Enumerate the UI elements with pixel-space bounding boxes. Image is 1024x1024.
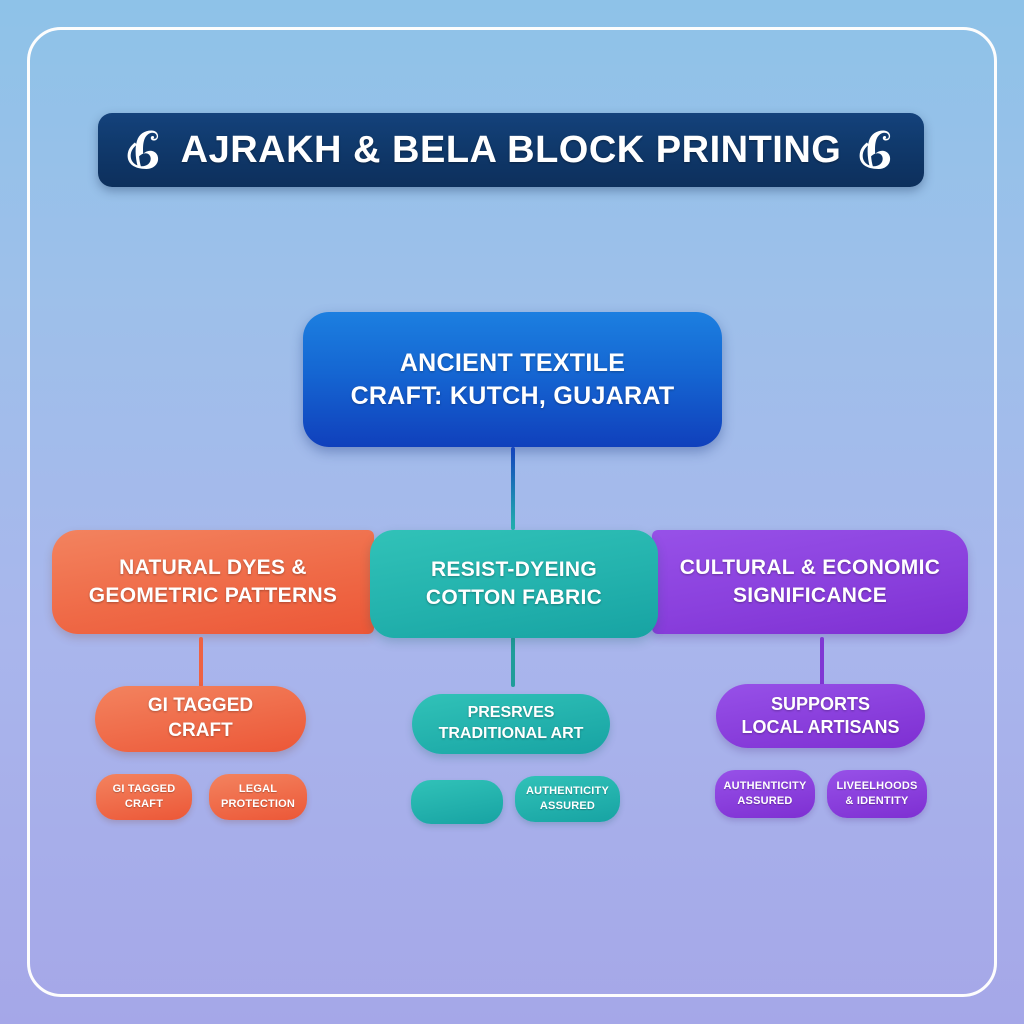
tag-0-1-line1: LEGAL [238,783,278,796]
root-node-label: ANCIENT TEXTILE CRAFT: KUTCH, GUJARAT [351,347,675,413]
tag-chip[interactable]: AUTHENTICITY ASSURED [515,776,620,822]
connector-branch-2-to-sub [820,637,824,687]
tag-chip[interactable]: AUTHENTICITY ASSURED [715,770,815,818]
tag-0-0-line1: GI TAGGED [112,783,176,796]
tag-1-1-line2: ASSURED [539,800,596,812]
tag-2-1-line2: & IDENTITY [845,795,909,807]
tag-chip[interactable]: LEGAL PROTECTION [209,774,307,820]
root-node-line2: CRAFT: KUTCH, GUJARAT [350,381,675,410]
branch-bar-label: CULTURAL & ECONOMIC SIGNIFICANCE [680,554,940,610]
sub-node-label: GI TAGGED CRAFT [148,694,253,743]
tag-chip-label: AUTHENTICITY ASSURED [526,784,609,813]
sub-node-label: SUPPORTS LOCAL ARTISANS [741,693,899,740]
sub-0-line1: GI TAGGED [147,695,254,717]
branch-bar-natural-dyes[interactable]: NATURAL DYES & GEOMETRIC PATTERNS [52,530,374,634]
sub-node-presrves-traditional-art[interactable]: PRESRVES TRADITIONAL ART [412,694,610,754]
root-node-line1: ANCIENT TEXTILE [399,348,626,377]
sub-1-line1: PRESRVES [467,704,555,722]
tag-chip-label: AUTHENTICITY ASSURED [723,779,806,808]
tag-2-0-line2: ASSURED [737,795,793,807]
connector-branch-1-to-sub [511,637,515,687]
branch-1-line1: RESIST-DYEING [430,557,598,581]
tag-0-1-line2: PROTECTION [220,798,296,810]
branch-bar-resist-dyeing[interactable]: RESIST-DYEING COTTON FABRIC [370,530,658,638]
branch-bar-row: NATURAL DYES & GEOMETRIC PATTERNS RESIST… [52,530,968,638]
title-banner: AJRAKH & BELA BLOCK PRINTING [98,113,924,187]
tag-0-0-line2: CRAFT [124,798,164,810]
connector-branch-0-to-sub [199,637,203,687]
sub-2-line2: LOCAL ARTISANS [741,717,900,737]
branch-0-line1: NATURAL DYES & [119,555,307,579]
branch-bar-label: NATURAL DYES & GEOMETRIC PATTERNS [89,554,337,610]
paisley-ornament-icon-right [856,126,898,174]
tag-chip-label: GI TAGGED CRAFT [113,782,176,811]
tag-1-1-line1: AUTHENTICITY [525,785,610,798]
branch-bar-label: RESIST-DYEING COTTON FABRIC [426,556,602,612]
tag-chip[interactable]: LIVEELHOODS & IDENTITY [827,770,927,818]
tag-2-0-line1: AUTHENTICITY [723,780,807,793]
sub-node-label: PRESRVES TRADITIONAL ART [439,703,584,745]
tag-chip-empty[interactable] [411,780,503,824]
branch-2-line2: SIGNIFICANCE [732,584,888,607]
tag-2-1-line1: LIVEELHOODS [836,780,918,793]
sub-node-gi-tagged-craft[interactable]: GI TAGGED CRAFT [95,686,306,752]
sub-1-line2: TRADITIONAL ART [438,725,584,742]
sub-2-line1: SUPPORTS [770,693,870,714]
page-title: AJRAKH & BELA BLOCK PRINTING [180,128,842,171]
sub-0-line2: CRAFT [168,720,233,741]
tag-chip-label: LEGAL PROTECTION [221,782,295,811]
root-node[interactable]: ANCIENT TEXTILE CRAFT: KUTCH, GUJARAT [303,312,722,447]
tag-chip-label: LIVEELHOODS & IDENTITY [836,779,917,808]
sub-node-supports-local-artisans[interactable]: SUPPORTS LOCAL ARTISANS [716,684,925,748]
branch-bar-cultural-economic[interactable]: CULTURAL & ECONOMIC SIGNIFICANCE [652,530,968,634]
branch-2-line1: CULTURAL & ECONOMIC [679,555,941,579]
branch-0-line2: GEOMETRIC PATTERNS [88,584,338,607]
branch-1-line2: COTTON FABRIC [425,586,603,609]
connector-root-to-branches [511,447,515,530]
paisley-ornament-icon-left [124,126,166,174]
tag-chip[interactable]: GI TAGGED CRAFT [96,774,192,820]
